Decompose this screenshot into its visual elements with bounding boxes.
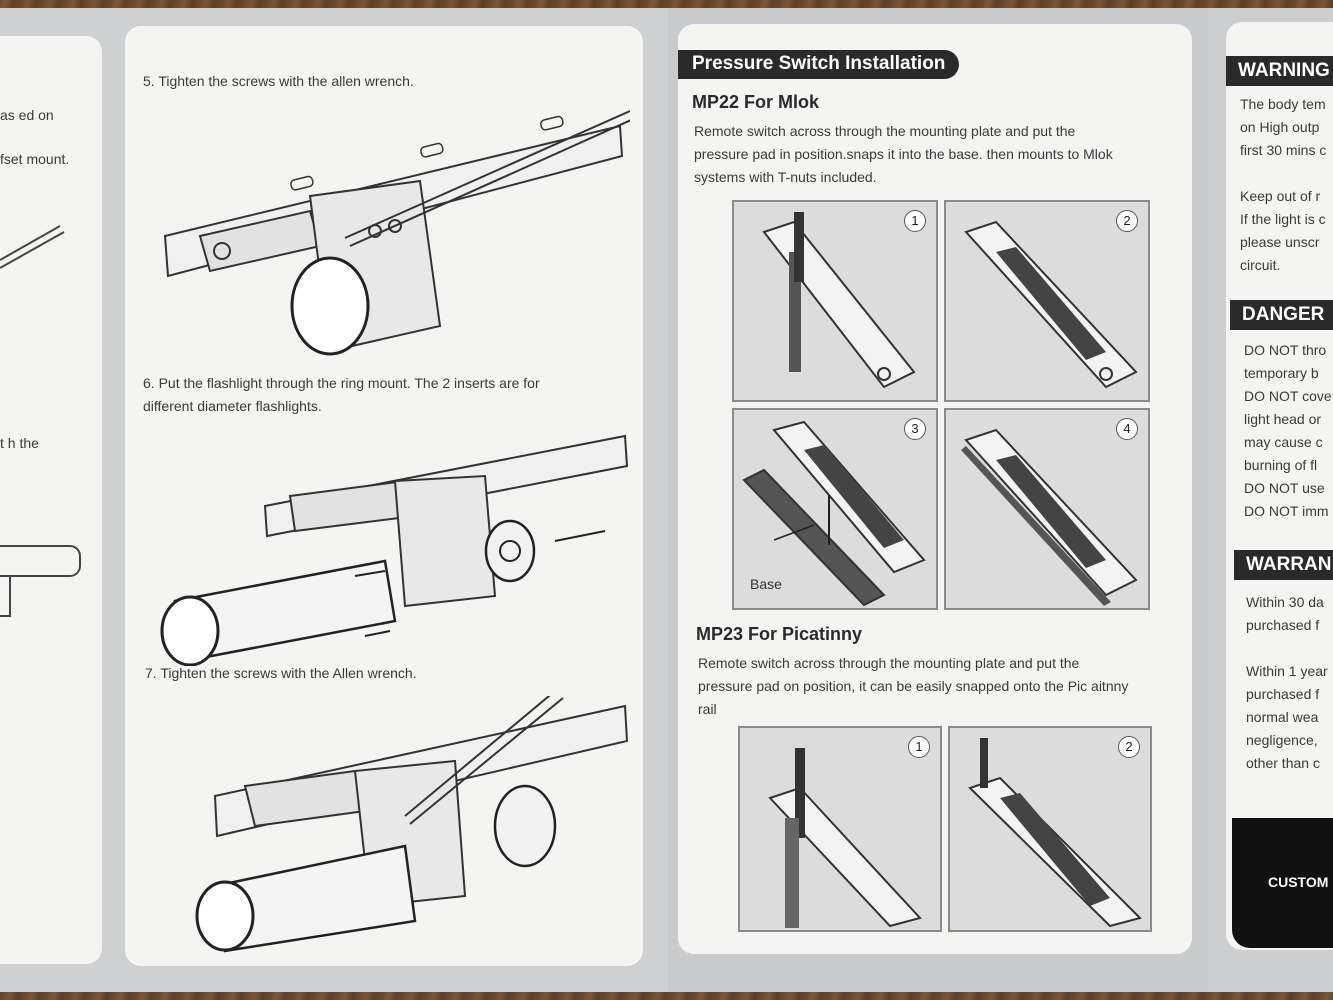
figure-number: 1 bbox=[904, 210, 926, 232]
warning-line: Keep out of r bbox=[1240, 188, 1321, 204]
danger-line: DO NOT cove bbox=[1244, 388, 1332, 404]
mp23-text-line-1: Remote switch across through the mountin… bbox=[698, 655, 1080, 671]
figure-number: 2 bbox=[1118, 736, 1140, 758]
right-partial-panel: WARNING The body tem on High outp first … bbox=[1226, 22, 1333, 950]
mp22-text-line-3: systems with T-nuts included. bbox=[694, 169, 877, 185]
warranty-line: other than c bbox=[1246, 755, 1320, 771]
figure-number: 4 bbox=[1116, 418, 1138, 440]
step-5-text: 5. Tighten the screws with the allen wre… bbox=[143, 73, 414, 89]
mp22-figure-1-drawing bbox=[762, 212, 916, 389]
left-text-line-2: fset mount. bbox=[0, 151, 70, 167]
figure-number: 1 bbox=[908, 736, 930, 758]
step-5-illustration bbox=[163, 110, 630, 356]
pressure-switch-title: Pressure Switch Installation bbox=[678, 50, 960, 79]
mp23-figure-2-drawing bbox=[968, 738, 1142, 928]
warning-line: first 30 mins c bbox=[1240, 142, 1327, 158]
warranty-line: purchased f bbox=[1246, 617, 1320, 633]
warning-title: WARNING bbox=[1226, 56, 1333, 86]
warranty-line: Within 30 da bbox=[1246, 594, 1324, 610]
mp22-figure-4: 4 bbox=[944, 408, 1150, 610]
danger-line: light head or bbox=[1244, 411, 1322, 427]
figure-number: 2 bbox=[1116, 210, 1138, 232]
partial-wrench-illustration bbox=[0, 225, 65, 269]
mp23-figure-1: 1 bbox=[738, 726, 942, 932]
warning-line: circuit. bbox=[1240, 257, 1281, 273]
mp22-heading: MP22 For Mlok bbox=[692, 92, 820, 112]
warranty-line: negligence, bbox=[1246, 732, 1318, 748]
figure-number: 3 bbox=[904, 418, 926, 440]
left-text-line-1: as ed on bbox=[0, 107, 54, 123]
step-6-text-line-2: different diameter flashlights. bbox=[143, 398, 322, 414]
danger-title: DANGER bbox=[1230, 300, 1333, 330]
mp23-text-line-2: pressure pad on position, it can be easi… bbox=[698, 678, 1129, 694]
mp22-text-line-1: Remote switch across through the mountin… bbox=[694, 123, 1076, 139]
danger-line: may cause c bbox=[1244, 434, 1323, 450]
danger-line: temporary b bbox=[1244, 365, 1319, 381]
warranty-title: WARRAN bbox=[1234, 550, 1333, 580]
danger-line: DO NOT thro bbox=[1244, 342, 1327, 358]
base-label: Base bbox=[750, 576, 782, 592]
mp22-figure-4-drawing bbox=[961, 428, 1138, 606]
step-7-illustration bbox=[195, 696, 629, 953]
warranty-line: normal wea bbox=[1246, 709, 1319, 725]
mp23-figure-1-drawing bbox=[768, 748, 922, 928]
mp23-heading: MP23 For Picatinny bbox=[696, 624, 863, 644]
mp22-figure-3-drawing bbox=[742, 420, 926, 607]
step-6-illustration bbox=[160, 434, 629, 666]
mp22-figure-1: 1 bbox=[732, 200, 938, 402]
partial-rail-illustration bbox=[0, 545, 81, 617]
mp22-figure-3: Base 3 bbox=[732, 408, 938, 610]
warning-line: on High outp bbox=[1240, 119, 1320, 135]
steps-panel: 5. Tighten the screws with the allen wre… bbox=[125, 26, 643, 966]
step-6-text-line-1: 6. Put the flashlight through the ring m… bbox=[143, 375, 540, 391]
danger-line: burning of fl bbox=[1244, 457, 1318, 473]
mp22-figure-2-drawing bbox=[964, 220, 1138, 389]
left-partial-panel: as ed on fset mount. t h the bbox=[0, 36, 102, 964]
mp23-figure-2: 2 bbox=[948, 726, 1152, 932]
custom-label: CUSTOM bbox=[1268, 874, 1329, 890]
mp23-text-line-3: rail bbox=[698, 701, 717, 717]
warranty-line: Within 1 year bbox=[1246, 663, 1328, 679]
danger-line: DO NOT imm bbox=[1244, 503, 1329, 519]
warning-line: The body tem bbox=[1240, 96, 1326, 112]
warning-line: If the light is c bbox=[1240, 211, 1326, 227]
mp22-text-line-2: pressure pad in position.snaps it into t… bbox=[694, 146, 1113, 162]
warranty-line: purchased f bbox=[1246, 686, 1320, 702]
step-7-text: 7. Tighten the screws with the Allen wre… bbox=[145, 665, 417, 681]
pressure-switch-panel: Pressure Switch Installation MP22 For Ml… bbox=[678, 24, 1192, 954]
left-text-line-3: t h the bbox=[0, 435, 39, 451]
mp22-figure-2: 2 bbox=[944, 200, 1150, 402]
customer-service-block: CUSTOM bbox=[1232, 818, 1333, 948]
warning-line: please unscr bbox=[1240, 234, 1320, 250]
danger-line: DO NOT use bbox=[1244, 480, 1325, 496]
